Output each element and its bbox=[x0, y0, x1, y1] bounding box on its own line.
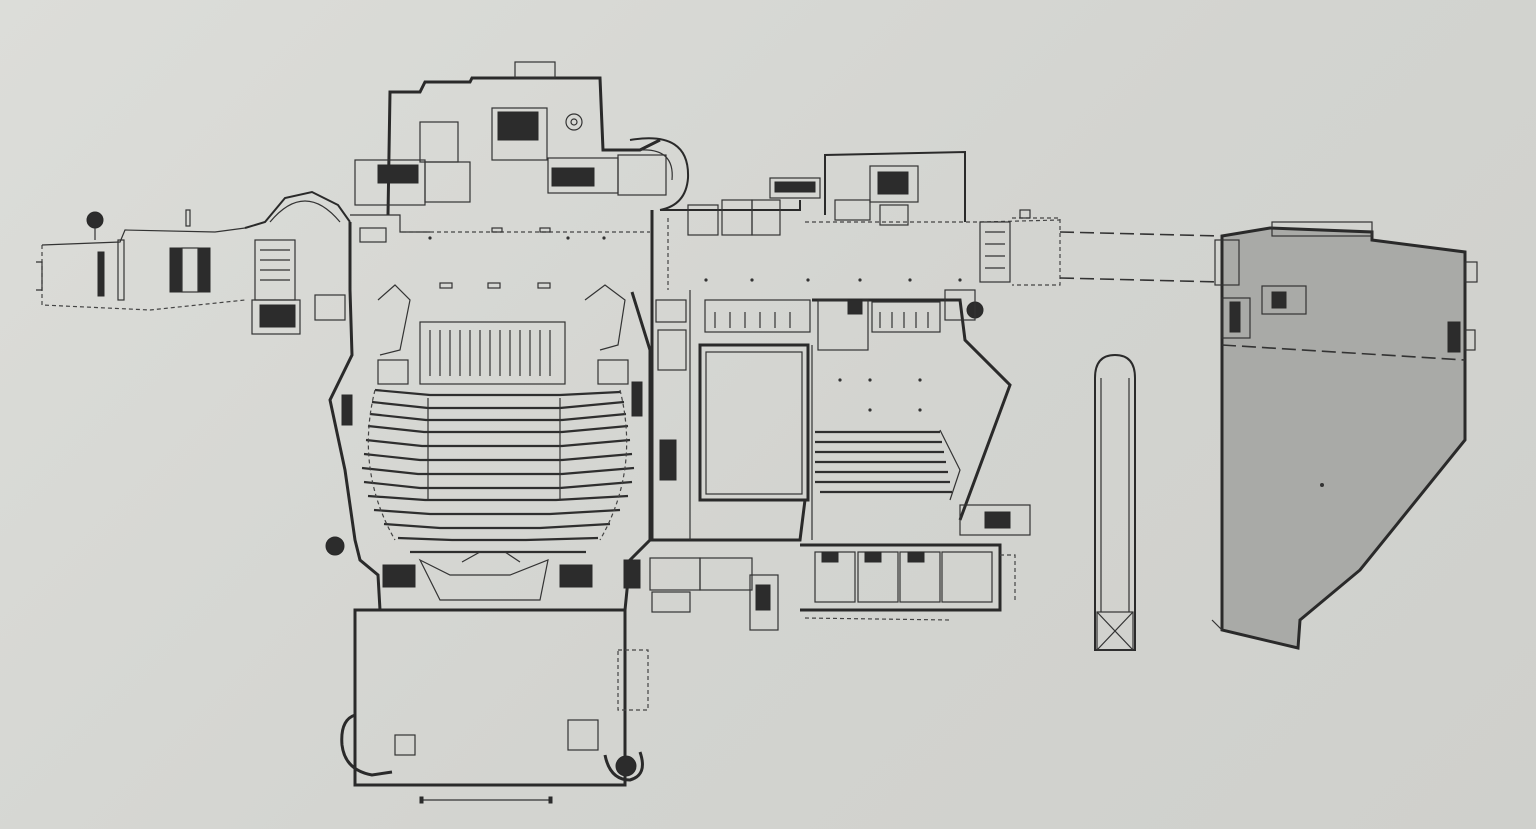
north-service-block bbox=[350, 61, 690, 243]
east-shaded-block bbox=[1211, 221, 1478, 650]
flat-floor-studio bbox=[650, 290, 811, 542]
studio-theatre bbox=[811, 289, 1031, 540]
central-foyer bbox=[348, 150, 1061, 290]
detached-oblong-structure bbox=[1094, 353, 1136, 651]
south-rehearsal-wing bbox=[340, 543, 1016, 804]
main-auditorium bbox=[325, 284, 652, 612]
west-entrance-wing bbox=[36, 190, 351, 335]
connector-bridge bbox=[1059, 231, 1221, 283]
